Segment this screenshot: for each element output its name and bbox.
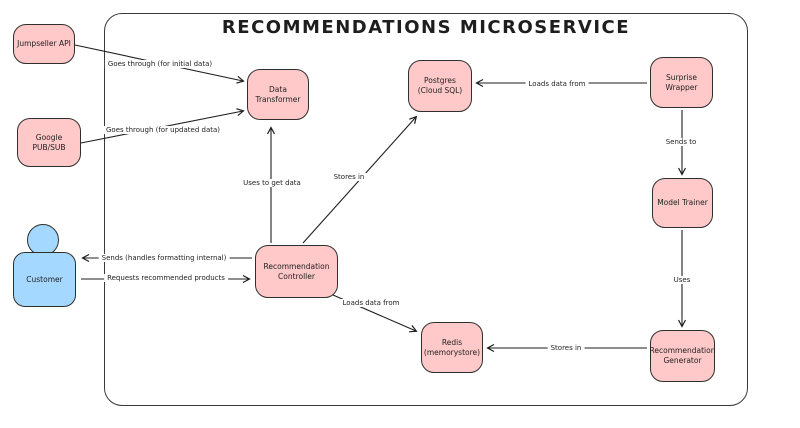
edge-label-uses: Uses xyxy=(670,276,694,284)
edge-label-loads-data-from-redis: Loads data from xyxy=(339,299,403,307)
node-label: Customer xyxy=(26,275,63,284)
diagram-title: RECOMMENDATIONS MICROSERVICE xyxy=(221,17,631,38)
node-label: Jumpseller API xyxy=(17,39,71,49)
node-postgres-cloud-sql: Postgres (Cloud SQL) xyxy=(408,60,472,112)
node-google-pubsub: Google PUB/SUB xyxy=(17,118,81,167)
node-label: Data Transformer xyxy=(255,84,301,104)
node-data-transformer: Data Transformer xyxy=(247,69,309,120)
node-recommendation-generator: Recommendation Generator xyxy=(650,330,715,382)
edge-label-sends-to: Sends to xyxy=(662,138,700,146)
node-redis-memorystore: Redis (memorystore) xyxy=(421,322,483,373)
edge-label-loads-data-from-postgres: Loads data from xyxy=(525,80,589,88)
node-recommendation-controller: Recommendation Controller xyxy=(255,245,338,298)
node-label: Model Trainer xyxy=(657,198,708,208)
edge-label-sends-formatting: Sends (handles formatting internal) xyxy=(98,254,230,262)
edge-label-requests-products: Requests recommended products xyxy=(104,274,228,282)
node-label: Recommendation Controller xyxy=(263,261,330,281)
edge-label-uses-to-get-data: Uses to get data xyxy=(240,179,304,187)
microservice-boundary-frame xyxy=(104,13,748,406)
node-customer: Customer xyxy=(13,252,76,307)
node-label: Recommendation Generator xyxy=(649,346,716,365)
node-label: Redis (memorystore) xyxy=(423,337,481,357)
edge-label-stores-in-redis: Stores in xyxy=(547,344,585,352)
customer-person-icon xyxy=(27,224,59,256)
node-label: Postgres (Cloud SQL) xyxy=(417,76,463,95)
node-label: Surprise Wrapper xyxy=(665,72,698,92)
edge-label-updated-data: Goes through (for updated data) xyxy=(102,126,224,134)
node-model-trainer: Model Trainer xyxy=(652,178,713,228)
node-label: Google PUB/SUB xyxy=(32,132,66,152)
node-surprise-wrapper: Surprise Wrapper xyxy=(650,57,713,108)
node-jumpseller-api: Jumpseller API xyxy=(13,24,75,64)
edge-label-stores-in-postgres: Stores in xyxy=(330,173,368,181)
edge-label-initial-data: Goes through (for initial data) xyxy=(104,60,216,68)
